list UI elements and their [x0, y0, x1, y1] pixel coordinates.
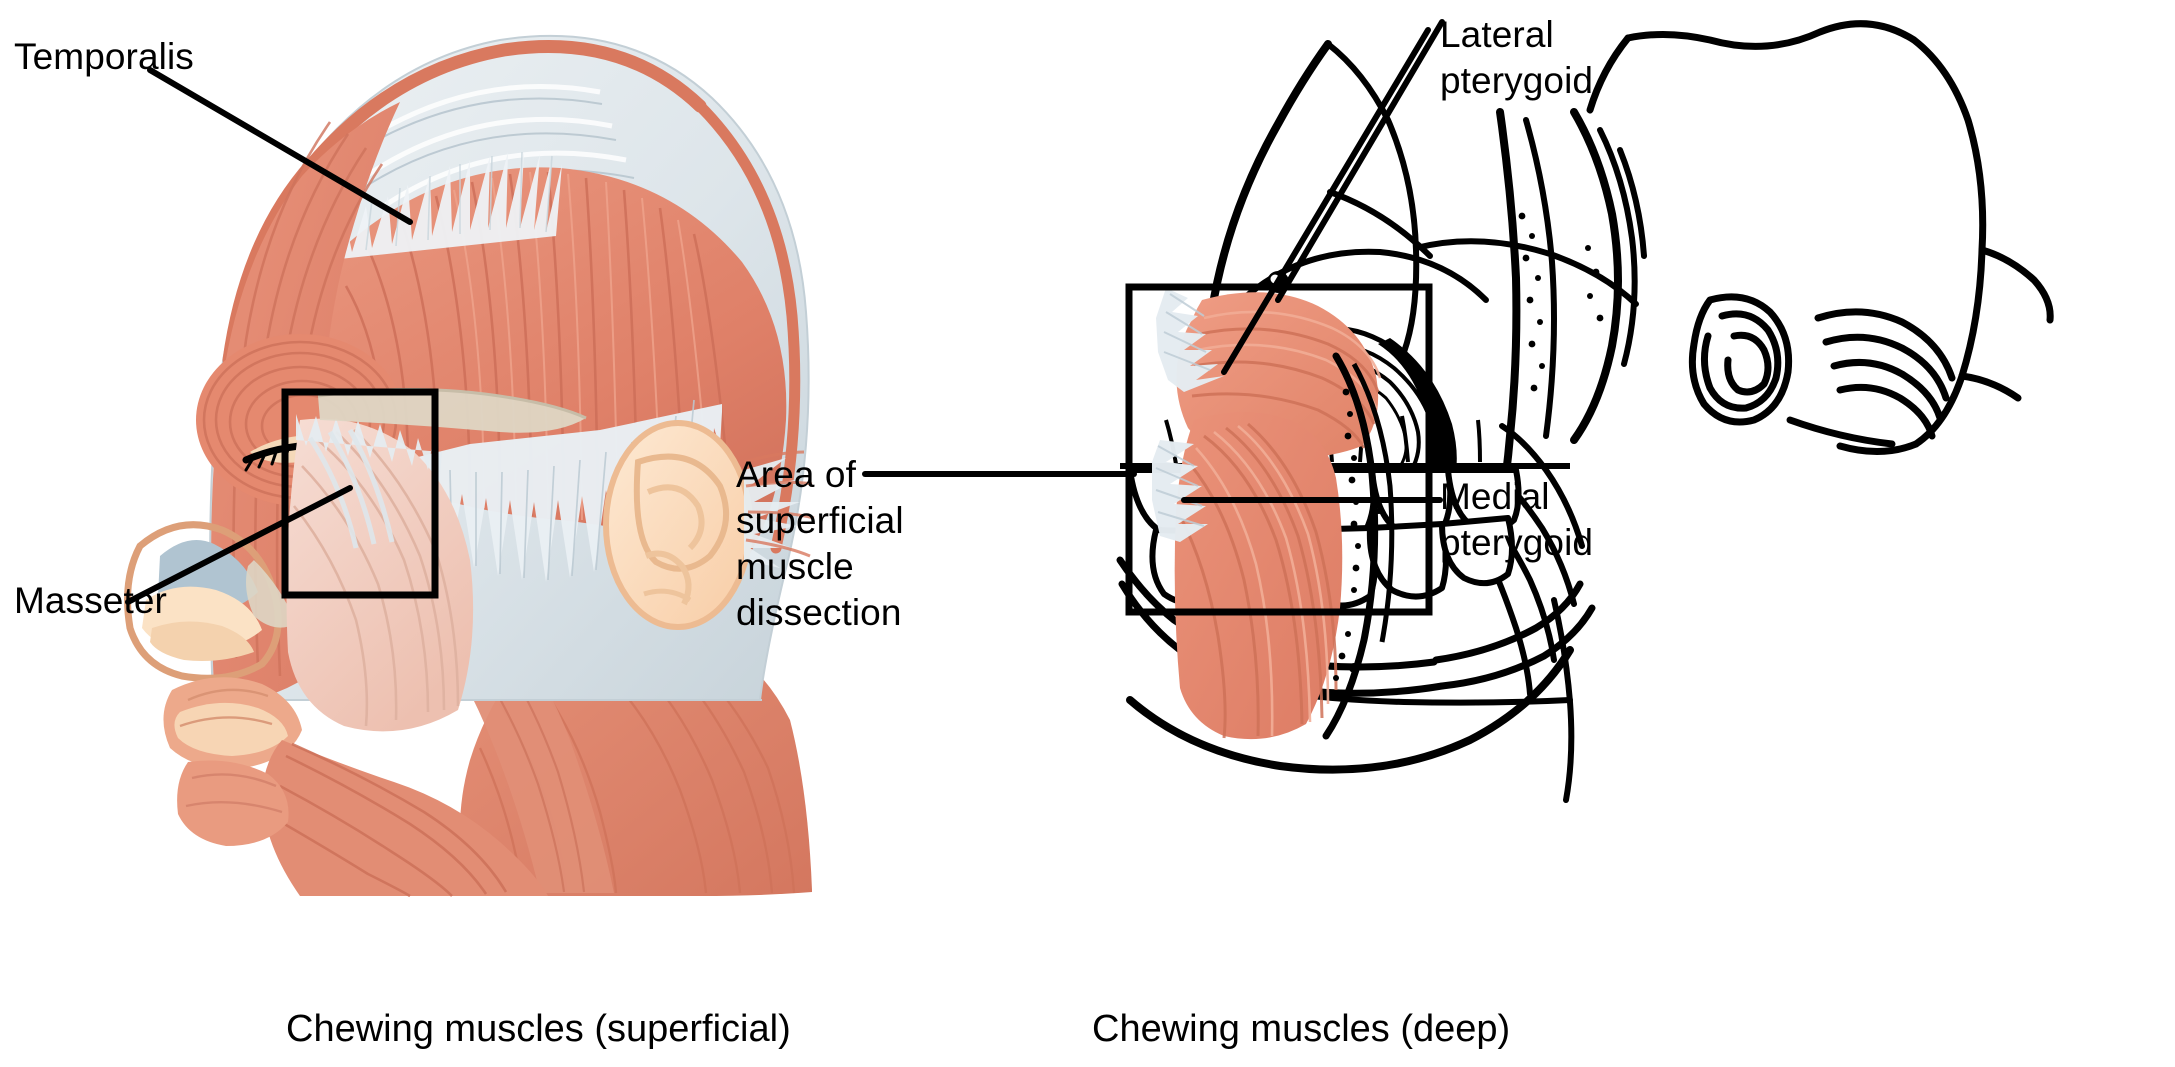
superficial-dissection-callout-box	[281, 388, 439, 599]
bone-texture-dots	[1518, 212, 1604, 392]
label-area-of-superficial-muscle-dissection: Area of superficial muscle dissection	[736, 454, 904, 633]
lateral-pterygoid-leader-line-2	[1275, 19, 1445, 303]
panel-chewing-muscles-superficial	[0, 0, 1000, 1000]
mouth-lips-region	[163, 677, 302, 769]
label-medial-pterygoid: Medial pterygoid	[1440, 476, 1594, 563]
posterior-auricular-fibers	[743, 450, 815, 568]
masseter-leader-line	[125, 485, 353, 605]
panel-chewing-muscles-deep	[862, 0, 2175, 1000]
pterygoid-plate-bone	[1322, 352, 1395, 740]
platysma-muscle-sheet	[262, 740, 548, 898]
pterygoid-muscles-group	[1152, 288, 1382, 740]
label-lateral-pterygoid: Lateral pterygoid	[1440, 14, 1594, 101]
temporalis-leader-line	[147, 67, 413, 225]
lateral-pterygoid-tendon	[1156, 288, 1224, 392]
ear	[603, 420, 753, 630]
deep-dissection-callout-box	[1125, 283, 1433, 616]
caption-superficial: Chewing muscles (superficial)	[286, 1008, 791, 1050]
chin-region	[177, 760, 289, 846]
superficial-head-illustration	[124, 34, 815, 898]
deep-skull-illustration	[862, 19, 2054, 803]
lateral-pterygoid-leader-line	[1221, 27, 1431, 375]
label-temporalis: Temporalis	[14, 36, 194, 77]
label-masseter: Masseter	[14, 580, 167, 621]
caption-deep: Chewing muscles (deep)	[1092, 1008, 1511, 1050]
temporalis-superior-tendon-fringe	[330, 152, 562, 260]
nose-region	[124, 521, 282, 682]
